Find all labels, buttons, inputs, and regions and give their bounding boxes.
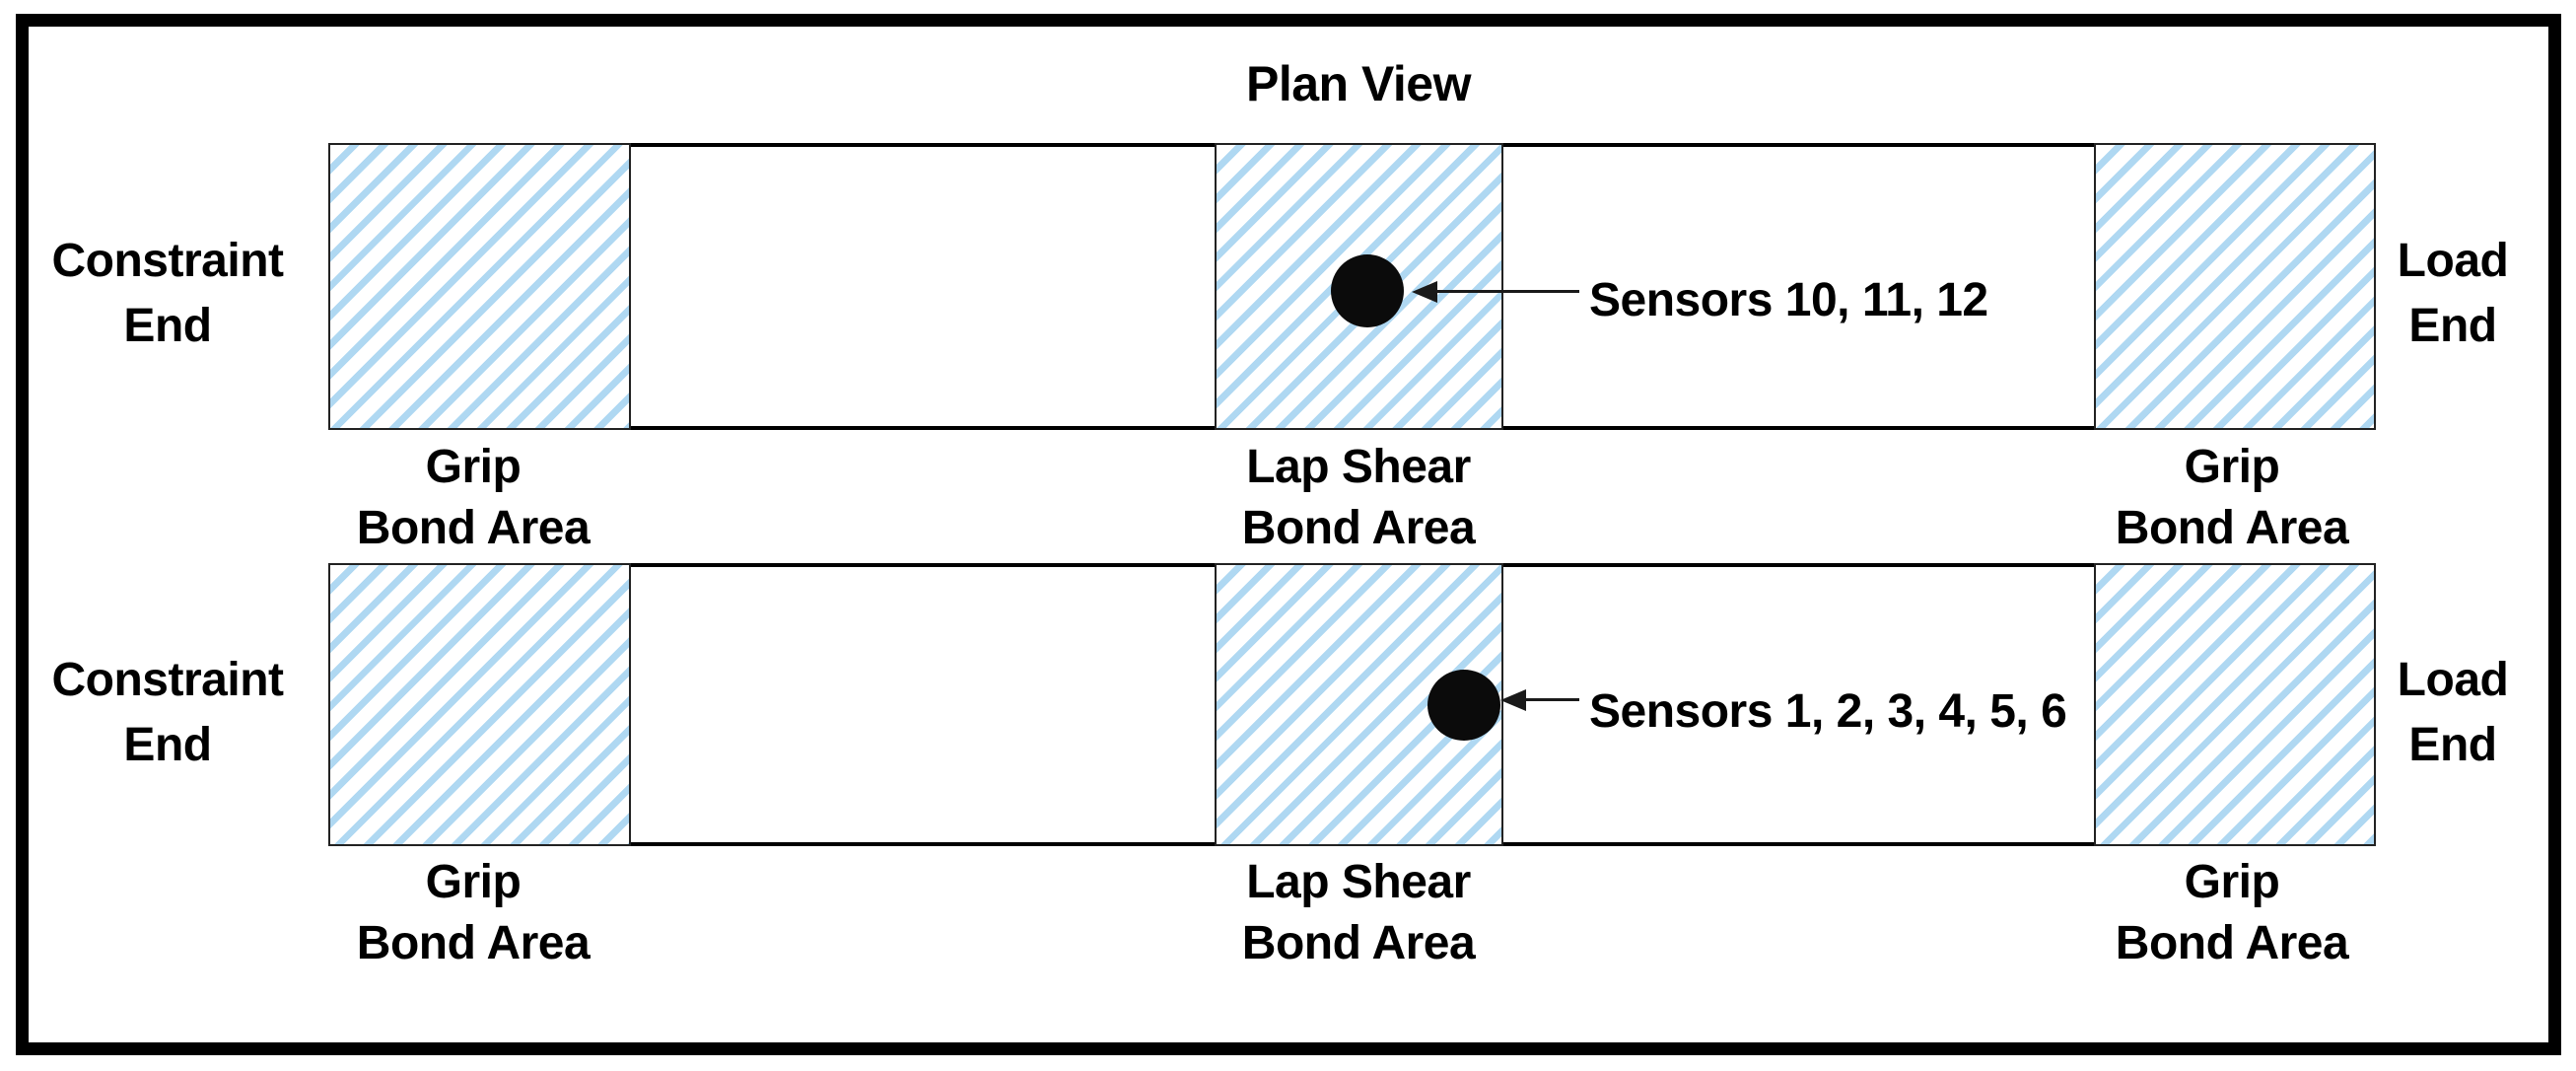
area-label-line-2: Bond Area (1241, 917, 1476, 969)
specimen-2-grip-bond-area-label-left: Grip Bond Area (256, 852, 690, 974)
specimen-1-arrow-head-icon (1412, 281, 1437, 303)
specimen-2-grip-bond-area-left-hatch (328, 563, 631, 846)
specimen-1-grip-bond-area-label-left: Grip Bond Area (256, 437, 690, 559)
area-label-line-2: Bond Area (356, 502, 591, 554)
specimen-1-sensor-dot-icon (1331, 254, 1404, 327)
specimen-1-grip-bond-area-label-right: Grip Bond Area (2015, 437, 2449, 559)
specimen-1-sensor-label: Sensors 10, 11, 12 (1589, 274, 1988, 326)
constraint-end-line-2: End (123, 300, 212, 352)
area-label-line-1: Grip (2184, 441, 2280, 493)
area-label-line-2: Bond Area (2115, 502, 2349, 554)
load-end-line-2: End (2408, 719, 2497, 771)
area-label-line-2: Bond Area (2115, 917, 2349, 969)
area-label-line-1: Grip (2184, 856, 2280, 908)
specimen-1-load-end-label: Load End (2305, 229, 2576, 359)
constraint-end-line-1: Constraint (51, 235, 285, 287)
area-label-line-1: Grip (425, 441, 522, 493)
area-label-line-2: Bond Area (1241, 502, 1476, 554)
constraint-end-line-1: Constraint (51, 654, 285, 706)
load-end-line-1: Load (2397, 654, 2509, 706)
specimen-1-grip-bond-area-right-hatch (2094, 143, 2376, 430)
specimen-2-arrow-head-icon (1500, 689, 1526, 711)
specimen-2-lap-shear-bond-area-label: Lap Shear Bond Area (1142, 852, 1575, 974)
specimen-2-sensor-label: Sensors 1, 2, 3, 4, 5, 6 (1589, 685, 2067, 738)
area-label-line-1: Lap Shear (1246, 441, 1471, 493)
diagram-border-frame (16, 14, 2561, 1055)
specimen-2-constraint-end-label: Constraint End (20, 648, 315, 778)
area-label-line-1: Grip (425, 856, 522, 908)
diagram-title: Plan View (1245, 56, 1472, 111)
specimen-2-load-end-label: Load End (2305, 648, 2576, 778)
load-end-line-1: Load (2397, 235, 2509, 287)
specimen-2-grip-bond-area-right-hatch (2094, 563, 2376, 846)
specimen-1-constraint-end-label: Constraint End (20, 229, 315, 359)
specimen-1-lap-shear-bond-area-label: Lap Shear Bond Area (1142, 437, 1575, 559)
specimen-1-grip-bond-area-left-hatch (328, 143, 631, 430)
area-label-line-2: Bond Area (356, 917, 591, 969)
specimen-2-bar (328, 563, 2376, 846)
area-label-line-1: Lap Shear (1246, 856, 1471, 908)
specimen-1-arrow-line (1435, 290, 1579, 293)
specimen-1-bar (328, 143, 2376, 430)
load-end-line-2: End (2408, 300, 2497, 352)
specimen-2-grip-bond-area-label-right: Grip Bond Area (2015, 852, 2449, 974)
specimen-2-arrow-line (1524, 698, 1579, 701)
specimen-2-sensor-dot-icon (1427, 670, 1500, 741)
constraint-end-line-2: End (123, 719, 212, 771)
